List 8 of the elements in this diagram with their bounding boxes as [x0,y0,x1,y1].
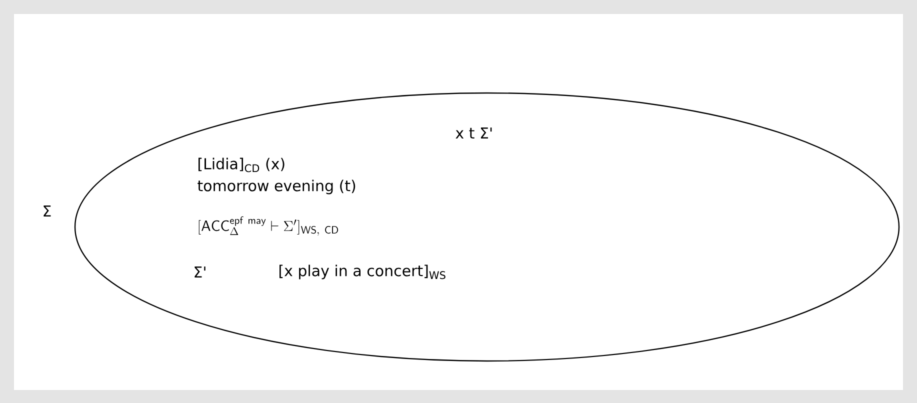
formula-text: x t Σ' [456,128,492,138]
formula-text: [Lidia]$_{CD}$ (x) [198,158,284,172]
formula-text: Σ' [194,266,206,278]
symbol-label: Σ [44,206,51,216]
formula-text: tomorrow evening (t) [198,180,356,194]
formula-text: $[\mathsf{ACC}_{\Delta}^{\mathsf{epf\ may}} \vdash \Sigma']_{\mathsf{WS,\ CD}}$ [198,216,338,236]
formula-text: [x play in a concert]$_{WS}$ [280,264,446,280]
ellipse [74,92,900,362]
